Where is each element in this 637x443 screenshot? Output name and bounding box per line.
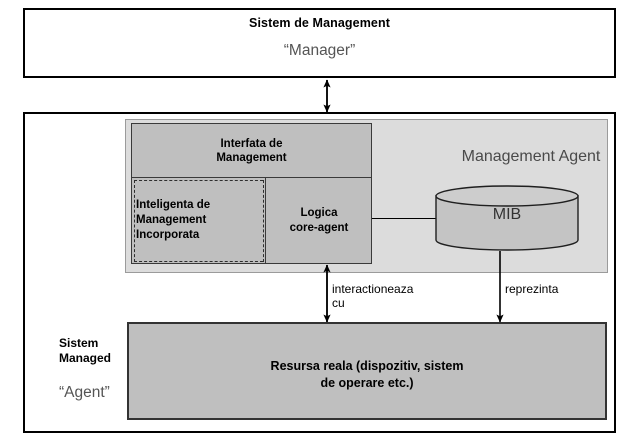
inteligenta-line2: Management xyxy=(136,214,207,226)
managed-system-label-line1: Sistem xyxy=(59,336,99,350)
inteligenta-line3: Incorporata xyxy=(136,229,200,241)
managed-system-label-line2: Managed xyxy=(59,351,112,365)
real-resource-box: Resursa reala (dispozitiv, sistem de oper… xyxy=(127,322,607,420)
interactioneaza-line1: interactioneaza xyxy=(332,282,414,296)
inteligenta-line1: Inteligenta de xyxy=(136,199,211,211)
logica-core-agent-cell: Logica core-agent xyxy=(265,178,372,263)
mib-cylinder-icon xyxy=(435,185,579,251)
interfata-line2: Management xyxy=(216,151,287,164)
resource-line1: Resursa reala (dispozitiv, sistem xyxy=(270,359,464,373)
management-system-box: Sistem de Management “Manager” xyxy=(23,8,616,78)
resource-line2: de operare etc.) xyxy=(320,376,414,390)
management-system-subtitle: “Manager” xyxy=(283,42,356,59)
logica-core-agent-label: Logica core-agent xyxy=(290,206,349,236)
managed-system-subtitle: “Agent” xyxy=(59,384,110,401)
mib-label: MIB xyxy=(492,206,522,223)
edge-label-reprezinta: reprezinta xyxy=(505,282,559,296)
interactioneaza-line2: cu xyxy=(332,296,345,310)
real-resource-label: Resursa reala (dispozitiv, sistem de oper… xyxy=(129,358,605,392)
logica-line1: Logica xyxy=(300,206,338,219)
management-system-title: Sistem de Management xyxy=(249,16,390,30)
logica-to-mib-connector xyxy=(372,218,436,219)
logica-line2: core-agent xyxy=(289,221,349,234)
management-agent-title: Management Agent xyxy=(461,148,601,165)
logica-dashed-divider xyxy=(263,180,264,262)
interfata-line1: Interfata de xyxy=(220,137,283,150)
